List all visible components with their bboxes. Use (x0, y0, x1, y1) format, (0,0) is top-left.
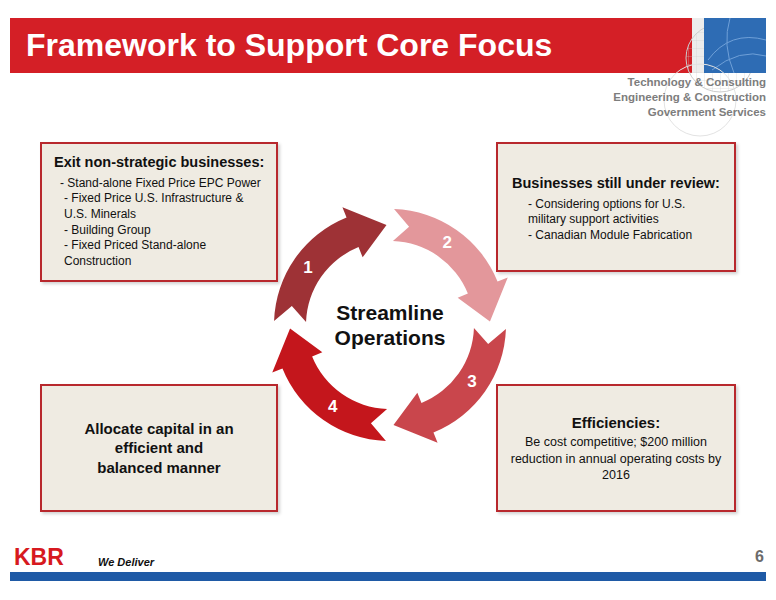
slide-title: Framework to Support Core Focus (26, 26, 552, 64)
box-text: - Building Group (48, 223, 270, 239)
box-text: - Canadian Module Fabrication (506, 228, 726, 244)
tagline: We Deliver (98, 556, 154, 569)
text-box: Efficiencies:Be cost competitive; $200 m… (496, 384, 736, 512)
box-heading: Exit non-strategic businesses: (48, 153, 270, 172)
text-box: Businesses still under review: - Consider… (496, 142, 736, 272)
box-heading: Businesses still under review: (506, 174, 726, 193)
box-text: Allocate capital in an efficient and bal… (82, 419, 236, 478)
page-number: 6 (755, 547, 764, 566)
globe-lines (708, 18, 766, 73)
text-box: Exit non-strategic businesses: - Stand-al… (40, 142, 278, 282)
box-text: - Fixed Priced Stand-alone Construction (48, 238, 270, 269)
footer-bar (10, 572, 766, 581)
step-number: 2 (443, 233, 452, 253)
company-logo: KBR (14, 544, 64, 572)
text-box: Allocate capital in an efficient and bal… (40, 384, 278, 512)
box-text: - Fixed Price U.S. Infrastructure & U.S.… (48, 191, 270, 222)
box-text: - Stand-alone Fixed Price EPC Power (48, 176, 270, 192)
step-number: 3 (467, 372, 476, 392)
division-name: Technology & Consulting (628, 76, 766, 90)
division-name: Government Services (648, 106, 766, 120)
box-text: - Considering options for U.S. military … (506, 197, 726, 228)
title-band (10, 18, 692, 73)
step-number: 4 (328, 397, 337, 417)
step-number: 1 (303, 257, 312, 277)
box-heading: Efficiencies: (508, 413, 724, 433)
box-text: Be cost competitive; $200 million reduct… (508, 434, 724, 483)
cycle-center-label: Streamline Operations (325, 300, 455, 350)
globe-blue-tile (704, 18, 766, 73)
cycle-ring (272, 207, 508, 443)
division-name: Engineering & Construction (613, 91, 766, 105)
